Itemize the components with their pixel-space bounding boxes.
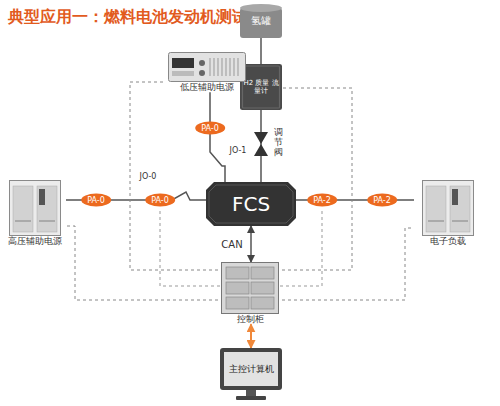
power-line xyxy=(260,164,262,182)
control-cabinet-shape xyxy=(221,262,279,314)
sensor-tag: PA-2 xyxy=(367,194,397,207)
regulating-valve: 调节阀 xyxy=(252,124,270,164)
sensor-tag: PA-2 xyxy=(307,194,337,207)
control-line xyxy=(282,88,352,270)
monitor-shape xyxy=(220,348,282,400)
electronic-load: 电子负载 xyxy=(414,180,482,246)
node-label: FCS xyxy=(232,193,270,216)
high-voltage-supply: 高压辅助电源 xyxy=(4,180,66,246)
power-line xyxy=(260,110,262,124)
node-label: 主控计算机 xyxy=(229,364,274,384)
flow-meter: H2 质量 流量计 xyxy=(240,64,282,110)
control-line xyxy=(282,228,414,300)
sensor-tag: PA-0 xyxy=(195,122,225,135)
data-link xyxy=(250,324,252,348)
host-computer: 主控计算机 xyxy=(220,348,282,400)
cabinet-shape xyxy=(9,180,61,236)
sensor-tag: PA-0 xyxy=(145,194,175,207)
switch-label: JO-1 xyxy=(229,146,248,155)
node-label: H2 质量 流量计 xyxy=(240,79,282,95)
node-label: 高压辅助电源 xyxy=(4,236,66,246)
power-line xyxy=(210,92,225,182)
edge-label: CAN xyxy=(220,239,243,250)
power-line xyxy=(250,226,252,262)
sensor-tag: PA-0 xyxy=(81,194,111,207)
control-line xyxy=(130,82,218,270)
node-label: 调节阀 xyxy=(274,128,283,158)
control-cabinet: 控制柜 xyxy=(218,262,282,324)
node-label: 氢罐 xyxy=(251,15,271,27)
node-label: 电子负载 xyxy=(414,236,482,246)
power-supply-shape xyxy=(168,52,246,82)
power-line xyxy=(260,38,262,64)
valve-symbol xyxy=(252,124,270,164)
hydrogen-tank: 氢罐 xyxy=(240,4,282,38)
cabinet-shape xyxy=(422,180,474,236)
node-label: 低压辅助电源 xyxy=(164,82,250,92)
low-voltage-supply: 低压辅助电源 xyxy=(164,52,250,92)
title-text: 典型应用一：燃料电池发动机测试应用 xyxy=(8,7,280,28)
node-label: 控制柜 xyxy=(218,314,282,324)
switch-label: JO-0 xyxy=(139,172,158,181)
fcs-box: FCS xyxy=(206,182,296,226)
control-line xyxy=(66,226,218,300)
